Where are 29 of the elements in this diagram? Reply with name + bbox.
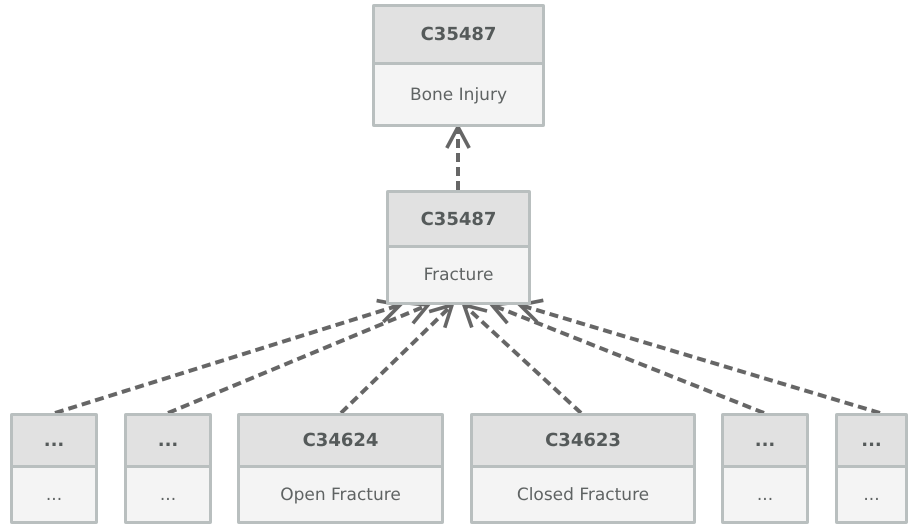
class-name: ... <box>862 484 881 506</box>
class-box <box>10 413 98 524</box>
class-name: ... <box>158 484 178 506</box>
class-box <box>470 413 696 524</box>
dashed-arrow <box>462 303 582 414</box>
class-code: C34624 <box>240 416 441 468</box>
class-box <box>835 413 908 524</box>
dashed-arrow <box>54 298 402 415</box>
class-box <box>124 413 212 524</box>
class-name: Bone Injury <box>408 84 508 106</box>
class-code: ... <box>838 416 905 468</box>
class-name: Fracture <box>422 264 494 287</box>
class-box <box>372 4 545 127</box>
class-box <box>237 413 444 524</box>
class-box <box>386 190 531 305</box>
class-name: ... <box>756 484 774 506</box>
class-code: ... <box>127 416 209 468</box>
class-code: C35487 <box>389 193 528 248</box>
class-box <box>721 413 809 524</box>
class-name: ... <box>44 484 64 506</box>
class-code: ... <box>724 416 806 468</box>
class-name: Open Fracture <box>279 484 402 506</box>
class-code: C35487 <box>375 7 542 65</box>
dashed-arrow <box>518 298 881 415</box>
dashed-arrow <box>444 125 472 190</box>
dashed-arrow <box>340 303 454 414</box>
class-name: Closed Fracture <box>516 484 650 506</box>
class-code: C34623 <box>473 416 693 468</box>
class-code: ... <box>13 416 95 468</box>
